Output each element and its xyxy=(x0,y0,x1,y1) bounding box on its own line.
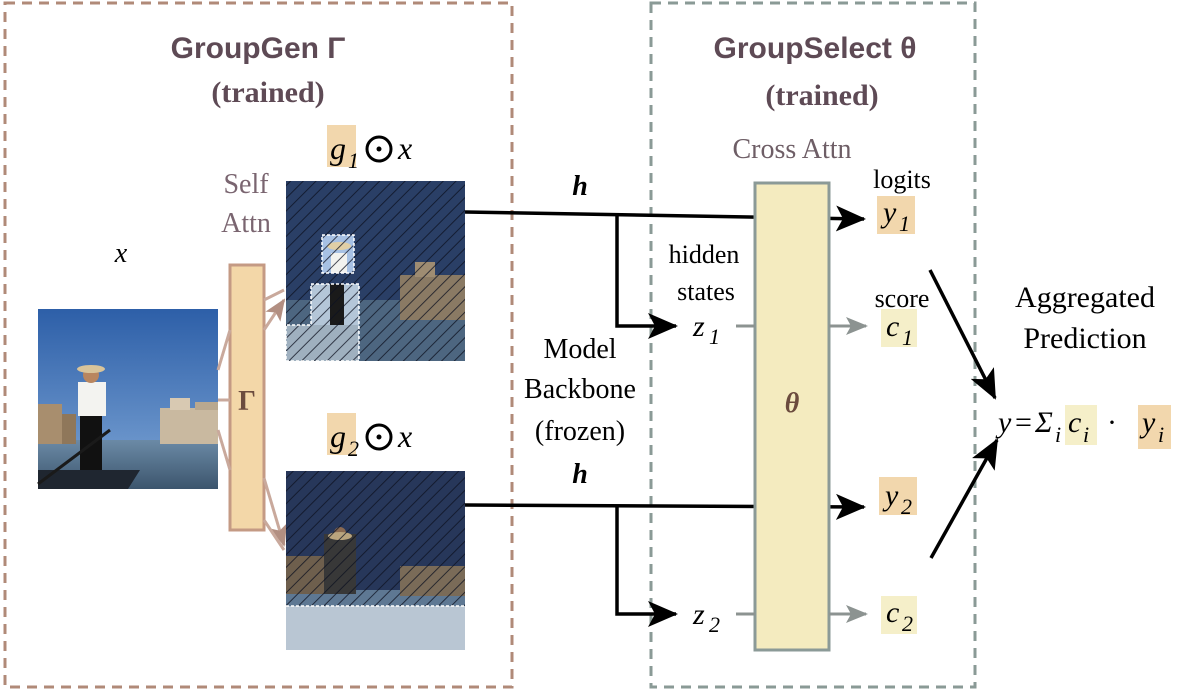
input-x-label: x xyxy=(114,238,128,269)
groupgen-panel xyxy=(3,1,514,689)
groupselect-title: GroupSelect θ xyxy=(714,32,917,65)
gamma-module xyxy=(228,263,266,532)
theta-module xyxy=(753,181,831,652)
svg-text:x: x xyxy=(397,418,412,454)
hidden-states-label-line2: states xyxy=(677,277,735,306)
mask-label-1: g 1 x xyxy=(327,125,412,173)
aggregated-label-line2: Prediction xyxy=(1023,322,1146,355)
h-label-1: h xyxy=(572,171,588,202)
svg-text:1: 1 xyxy=(348,148,359,173)
masked-image-1 xyxy=(286,181,465,361)
svg-text:i: i xyxy=(1083,422,1089,447)
svg-text:g: g xyxy=(330,130,346,166)
svg-text:1: 1 xyxy=(899,211,910,236)
svg-text:1: 1 xyxy=(709,324,720,349)
svg-text:z: z xyxy=(692,310,705,343)
svg-text:1: 1 xyxy=(902,325,913,350)
groupselect-panel xyxy=(649,1,977,689)
groupgen-title: GroupGen Γ xyxy=(171,32,346,65)
svg-text:c: c xyxy=(886,596,899,629)
cross-attn-label: Cross Attn xyxy=(732,134,851,165)
self-attn-label-line2: Attn xyxy=(221,208,271,239)
h-label-2: h xyxy=(572,459,588,490)
svg-text:y: y xyxy=(995,406,1012,439)
gamma-symbol: Γ xyxy=(238,386,256,417)
y1-output: y 1 xyxy=(877,196,915,236)
svg-text:i: i xyxy=(1055,422,1061,447)
input-to-gamma-lines xyxy=(216,329,232,471)
score-arrows xyxy=(736,317,868,623)
svg-text:2: 2 xyxy=(902,611,913,636)
input-image xyxy=(37,309,218,489)
y2-output: y 2 xyxy=(879,477,917,519)
svg-text:i: i xyxy=(1158,422,1164,447)
svg-text:2: 2 xyxy=(709,612,720,637)
theta-symbol: θ xyxy=(785,388,800,419)
svg-text:g: g xyxy=(330,418,346,454)
svg-text:x: x xyxy=(397,130,412,166)
aggregated-label-line1: Aggregated xyxy=(1015,281,1155,314)
svg-text:Σ: Σ xyxy=(1034,406,1053,439)
hidden-states-label-line1: hidden xyxy=(669,240,740,269)
backbone-label-line1: Model xyxy=(543,334,616,365)
aggregation-formula: y = Σ i c i · y i xyxy=(995,405,1171,449)
groupgen-status: (trained) xyxy=(211,76,324,109)
masked-image-2 xyxy=(286,471,465,650)
svg-text:=: = xyxy=(1015,406,1032,439)
svg-text:y: y xyxy=(882,479,899,512)
gamma-to-masks-arrows xyxy=(262,288,287,551)
svg-text:y: y xyxy=(880,196,897,229)
c2-output: c 2 xyxy=(881,596,917,636)
self-attn-label-line1: Self xyxy=(223,169,269,200)
c1-output: c 1 xyxy=(881,309,917,350)
svg-text:2: 2 xyxy=(901,494,912,519)
backbone-label-line3: (frozen) xyxy=(535,416,625,447)
aggregation-arrows xyxy=(928,269,999,559)
backbone-label-line2: Backbone xyxy=(524,374,636,405)
svg-text:y: y xyxy=(1139,406,1156,439)
svg-text:2: 2 xyxy=(348,436,359,461)
groupselect-status: (trained) xyxy=(765,79,878,112)
svg-text:c: c xyxy=(886,310,899,343)
svg-text:c: c xyxy=(1068,406,1081,439)
score-label: score xyxy=(875,284,930,313)
svg-text:·: · xyxy=(1107,406,1117,439)
svg-text:z: z xyxy=(692,598,705,631)
z2-label: z 2 xyxy=(692,598,720,637)
z1-label: z 1 xyxy=(692,310,720,349)
mask-label-2: g 2 x xyxy=(327,413,412,461)
logits-label: logits xyxy=(873,165,931,194)
